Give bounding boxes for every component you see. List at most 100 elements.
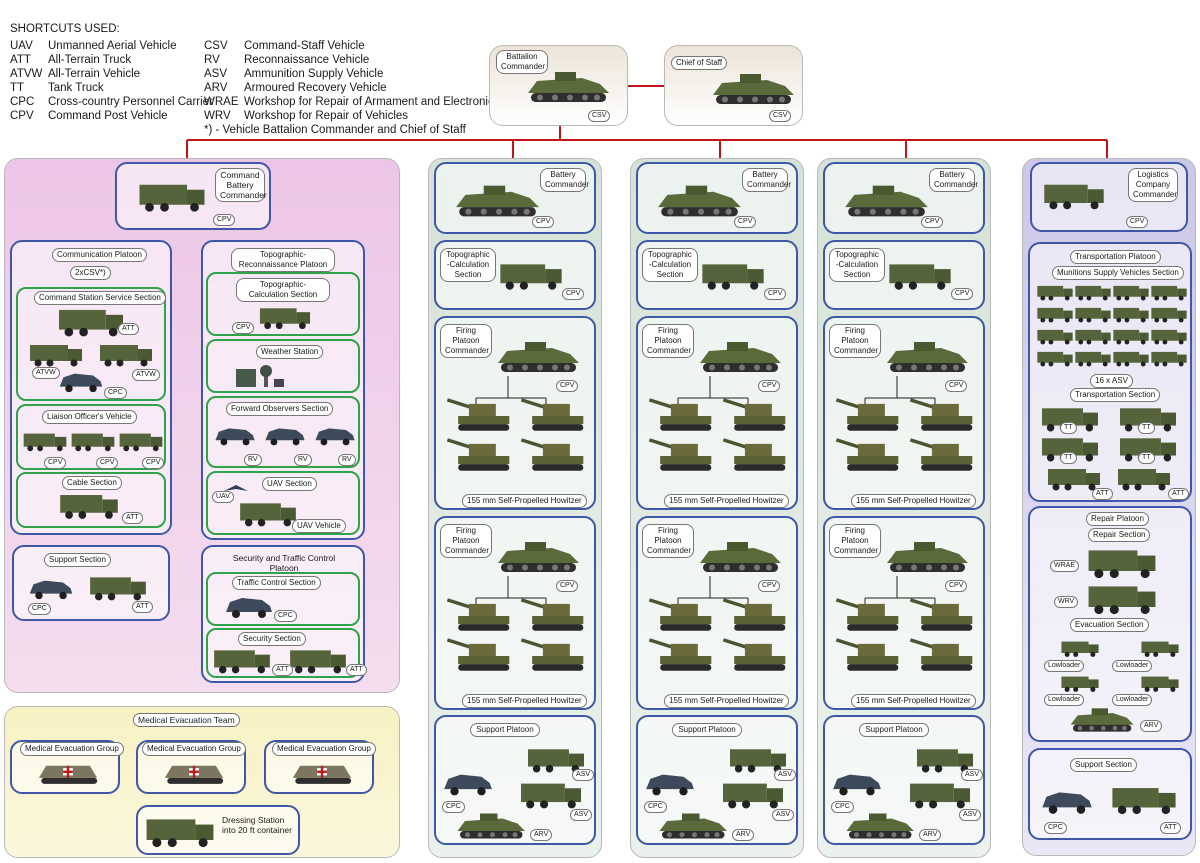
- howitzer-icon: [908, 638, 974, 673]
- asv-truck-icon: [1075, 329, 1111, 345]
- vehicle-tag: ATT: [1160, 822, 1181, 834]
- battery-commander-label: Battery Commander: [540, 168, 589, 192]
- rv-vehicle-icon: [315, 428, 355, 446]
- firing-platoon-commander-label: Firing Platoon Commander: [642, 324, 694, 358]
- section-title: Command Station Service Section: [34, 291, 166, 305]
- section-title: Transportation Section: [1070, 388, 1161, 402]
- section-title: Topographic -Calculation Section: [440, 248, 496, 282]
- howitzer-icon: [519, 638, 585, 673]
- medical-evacuation-group: Medical Evacuation Group: [136, 740, 246, 794]
- chief-of-staff-label: Chief of Staff: [671, 56, 728, 70]
- dressing-station: Dressing Station into 20 ft container: [136, 805, 300, 855]
- howitzer-label: 155 mm Self-Propelled Howitzer: [462, 494, 587, 508]
- firing-platoon-commander-label: Firing Platoon Commander: [829, 324, 881, 358]
- howitzer-label: 155 mm Self-Propelled Howitzer: [851, 494, 976, 508]
- howitzer-icon: [721, 638, 787, 673]
- vehicle-tag: ASV: [570, 809, 593, 821]
- vehicle-tag: ATVW: [32, 367, 60, 379]
- asv-truck-icon: [1113, 285, 1149, 301]
- uav-vehicle-label: UAV Vehicle: [292, 519, 346, 533]
- rv-vehicle-icon: [265, 428, 305, 446]
- vehicle-tag: ARV: [732, 829, 755, 841]
- medical-tracked-vehicle-icon: [38, 765, 98, 784]
- howitzer-label: 155 mm Self-Propelled Howitzer: [462, 694, 587, 708]
- battery-commander-label: Battery Commander: [742, 168, 791, 192]
- att-truck-icon: [1048, 469, 1100, 491]
- lowloader-truck-icon: [1061, 641, 1099, 657]
- lowloader-truck-icon: [1141, 676, 1179, 692]
- group-title: Medical Evacuation Group: [272, 742, 376, 756]
- cpc-vehicle-icon: [1042, 792, 1092, 814]
- battalion-commander-label: Battalion Commander: [496, 50, 548, 74]
- vehicle-tag: TT: [1060, 452, 1077, 464]
- vehicle-tag: ATT: [118, 323, 139, 335]
- platoon-title: Repair Platoon: [1086, 512, 1149, 526]
- cpv-truck-icon: [259, 308, 311, 330]
- asv-truck-icon: [1037, 285, 1073, 301]
- battery-commander-label: Battery Commander: [929, 168, 978, 192]
- cpv-truck-icon: [139, 184, 205, 212]
- traffic-control-section: Traffic Control Section CPC: [206, 572, 360, 626]
- vehicle-tag: RV: [338, 454, 356, 466]
- vehicle-tag: ATVW: [132, 369, 160, 381]
- section-title: Munitions Supply Vehicles Section: [1052, 266, 1184, 280]
- vehicle-tag: CPV: [945, 580, 968, 592]
- asv-truck-icon: [1151, 329, 1187, 345]
- asv-vehicle-grid: [1036, 282, 1188, 372]
- vehicle-tag: CPC: [644, 801, 667, 813]
- section-title: Repair Section: [1088, 528, 1151, 542]
- howitzer-icon: [519, 398, 585, 433]
- asv-truck-icon: [1113, 329, 1149, 345]
- repair-platoon: Repair Platoon Repair Section WRAE WRV E…: [1028, 506, 1192, 742]
- lowloader-truck-icon: [1061, 676, 1099, 692]
- vehicle-tag: CPV: [734, 216, 757, 228]
- arv-tracked-vehicle-icon: [1070, 708, 1134, 732]
- legend-footnote: *) - Vehicle Battalion Commander and Chi…: [204, 124, 466, 136]
- vehicle-tag: CPV: [556, 380, 579, 392]
- uav-section: UAV Section UAV UAV Vehicle: [206, 471, 360, 535]
- section-title: Evacuation Section: [1070, 618, 1149, 632]
- att-truck-icon: [290, 650, 346, 674]
- container-truck-icon: [146, 819, 214, 848]
- vehicle-tag: ASV: [772, 809, 795, 821]
- section-title: Topographic -Calculation Section: [829, 248, 885, 282]
- weather-station-section: Weather Station: [206, 339, 360, 393]
- asv-count: 16 x ASV: [1090, 374, 1133, 388]
- transportation-platoon: Transportation Platoon Munitions Supply …: [1028, 242, 1192, 502]
- vehicle-tag: CPV: [532, 216, 555, 228]
- vehicle-tag: ATT: [1092, 488, 1113, 500]
- section-title: UAV Section: [262, 477, 317, 491]
- vehicle-tag: WRV: [1054, 596, 1079, 608]
- howitzer-icon: [445, 638, 511, 673]
- asv-truck-icon: [723, 783, 783, 809]
- section-title: Security Section: [238, 632, 306, 646]
- csv-note: 2xCSV*): [70, 266, 111, 280]
- asv-truck-icon: [1037, 329, 1073, 345]
- vehicle-tag: CPV: [951, 288, 974, 300]
- vehicle-tag: ASV: [961, 769, 984, 781]
- vehicle-tag: CPV: [764, 288, 787, 300]
- howitzer-icon: [721, 398, 787, 433]
- vehicle-tag: WRAE: [1050, 560, 1079, 572]
- csv-vehicle-icon: [713, 74, 794, 104]
- logistics-company-commander-card: Logistics Company Commander CPV: [1030, 162, 1188, 232]
- vehicle-tag: CPC: [104, 387, 127, 399]
- vehicle-tag: CPV: [232, 322, 255, 334]
- asv-truck-icon: [1075, 351, 1111, 367]
- support-section: Support Section CPC ATT: [12, 545, 170, 621]
- howitzer-icon: [908, 398, 974, 433]
- vehicle-tag: CSV: [769, 110, 792, 122]
- howitzer-label: 155 mm Self-Propelled Howitzer: [664, 494, 789, 508]
- howitzer-label: 155 mm Self-Propelled Howitzer: [664, 694, 789, 708]
- command-battery-commander-label: Command Battery Commander: [215, 168, 267, 202]
